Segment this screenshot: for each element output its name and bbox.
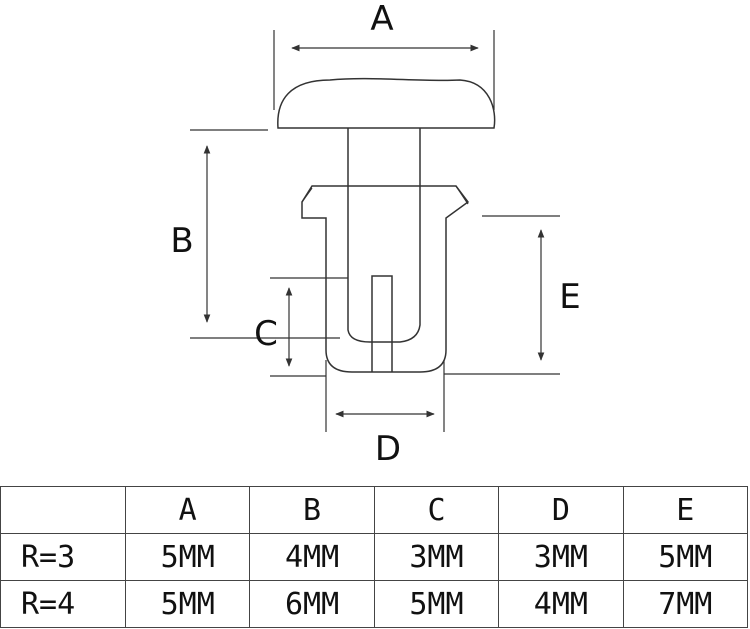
- table-cell: 6MM: [249, 580, 375, 628]
- pin-slot: [371, 275, 393, 372]
- table-cell: 5MM: [124, 580, 251, 628]
- column-header-e: E: [622, 486, 749, 534]
- column-header-a: A: [124, 486, 251, 534]
- label-b: B: [170, 221, 193, 261]
- spec-table: A B C D E R=3 5MM 4MM 3MM 3MM 5MM R=4 5M…: [0, 486, 749, 628]
- label-e: E: [559, 277, 580, 317]
- label-d: D: [375, 429, 401, 469]
- rivet-dimension-diagram: A B C D E: [170, 0, 581, 469]
- row-label: R=3: [0, 533, 126, 581]
- table-cell: 5MM: [373, 580, 500, 628]
- rivet-pin: [347, 128, 421, 343]
- rivet-head: [277, 77, 496, 129]
- sleeve-flange: [301, 185, 469, 205]
- table-row: R=3 5MM 4MM 3MM 3MM 5MM: [0, 533, 749, 581]
- dimension-b: B: [170, 129, 340, 339]
- table-cell: 5MM: [124, 533, 251, 581]
- column-header-c: C: [373, 486, 500, 534]
- dimension-a: A: [273, 0, 495, 110]
- table-cell: 4MM: [249, 533, 375, 581]
- table-header-row: A B C D E: [0, 486, 749, 534]
- row-label: R=4: [0, 580, 126, 628]
- dimension-d: D: [325, 360, 445, 469]
- table-cell: 3MM: [373, 533, 500, 581]
- table-cell: 5MM: [622, 533, 749, 581]
- table-cell: 4MM: [498, 580, 624, 628]
- column-header-b: B: [249, 486, 375, 534]
- label-c: C: [254, 314, 278, 354]
- dimension-c: C: [254, 277, 348, 377]
- label-a: A: [370, 0, 393, 39]
- dimension-e: E: [444, 215, 581, 375]
- rivet-sleeve: [301, 185, 470, 373]
- table-row: R=4 5MM 6MM 5MM 4MM 7MM: [0, 580, 749, 628]
- table-corner: [0, 486, 126, 534]
- column-header-d: D: [498, 486, 624, 534]
- table-cell: 7MM: [622, 580, 749, 628]
- table-cell: 3MM: [498, 533, 624, 581]
